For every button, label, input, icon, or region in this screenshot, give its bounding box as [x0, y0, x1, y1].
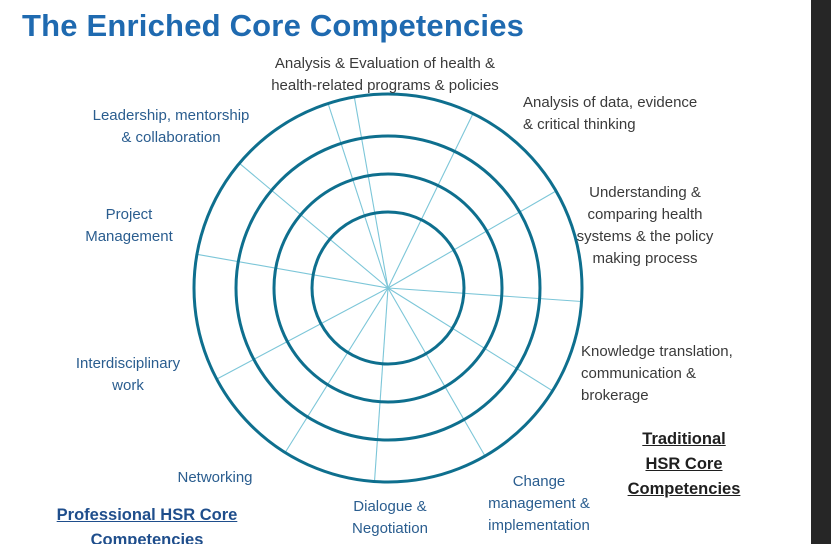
wheel-ring-4: [192, 92, 584, 484]
wheel-ring-1: [310, 210, 466, 366]
wheel-spoke-7: [373, 287, 389, 482]
wheel-spokes: [196, 96, 582, 482]
heading-professional: Professional HSR Core Competencies: [56, 506, 238, 544]
window-edge-bar: [811, 0, 831, 544]
wheel-spoke-9: [216, 287, 389, 380]
heading-traditional: Traditional HSR Core Competencies: [627, 430, 741, 498]
label-understanding-systems: Understanding & comparing health systems…: [576, 184, 714, 267]
label-analysis-evaluation: Analysis & Evaluation of health & health…: [271, 55, 499, 94]
wheel-spoke-11: [239, 162, 389, 289]
wheel-rings: [192, 92, 584, 484]
label-interdisciplinary: Interdisciplinary work: [75, 355, 181, 394]
label-analysis-data: Analysis of data, evidence & critical th…: [523, 94, 698, 133]
wheel-spoke-10: [196, 253, 389, 289]
wheel-ring-3: [234, 134, 542, 442]
wheel-spoke-5: [387, 287, 553, 392]
wheel-spoke-6: [387, 287, 486, 457]
label-leadership: Leadership, mentorship & collaboration: [92, 107, 250, 146]
page-title: The Enriched Core Competencies: [22, 8, 525, 43]
label-networking: Networking: [177, 469, 253, 486]
slide: The Enriched Core Competencies Analysis …: [22, 8, 741, 544]
label-project-management: Project Management: [85, 206, 173, 245]
wheel-spoke-12: [327, 103, 389, 289]
label-knowledge-translation: Knowledge translation, communication & b…: [581, 343, 733, 404]
wheel-spoke-4: [387, 287, 582, 303]
label-dialogue: Dialogue & Negotiation: [352, 498, 428, 537]
wheel-ring-2: [272, 172, 504, 404]
wheel-spoke-1: [353, 96, 389, 289]
wheel-spoke-2: [387, 113, 474, 289]
wheel-spoke-8: [284, 287, 389, 453]
competency-wheel: [192, 92, 584, 484]
label-change-management: Change management & implementation: [488, 473, 590, 534]
wheel-spoke-3: [387, 190, 557, 289]
